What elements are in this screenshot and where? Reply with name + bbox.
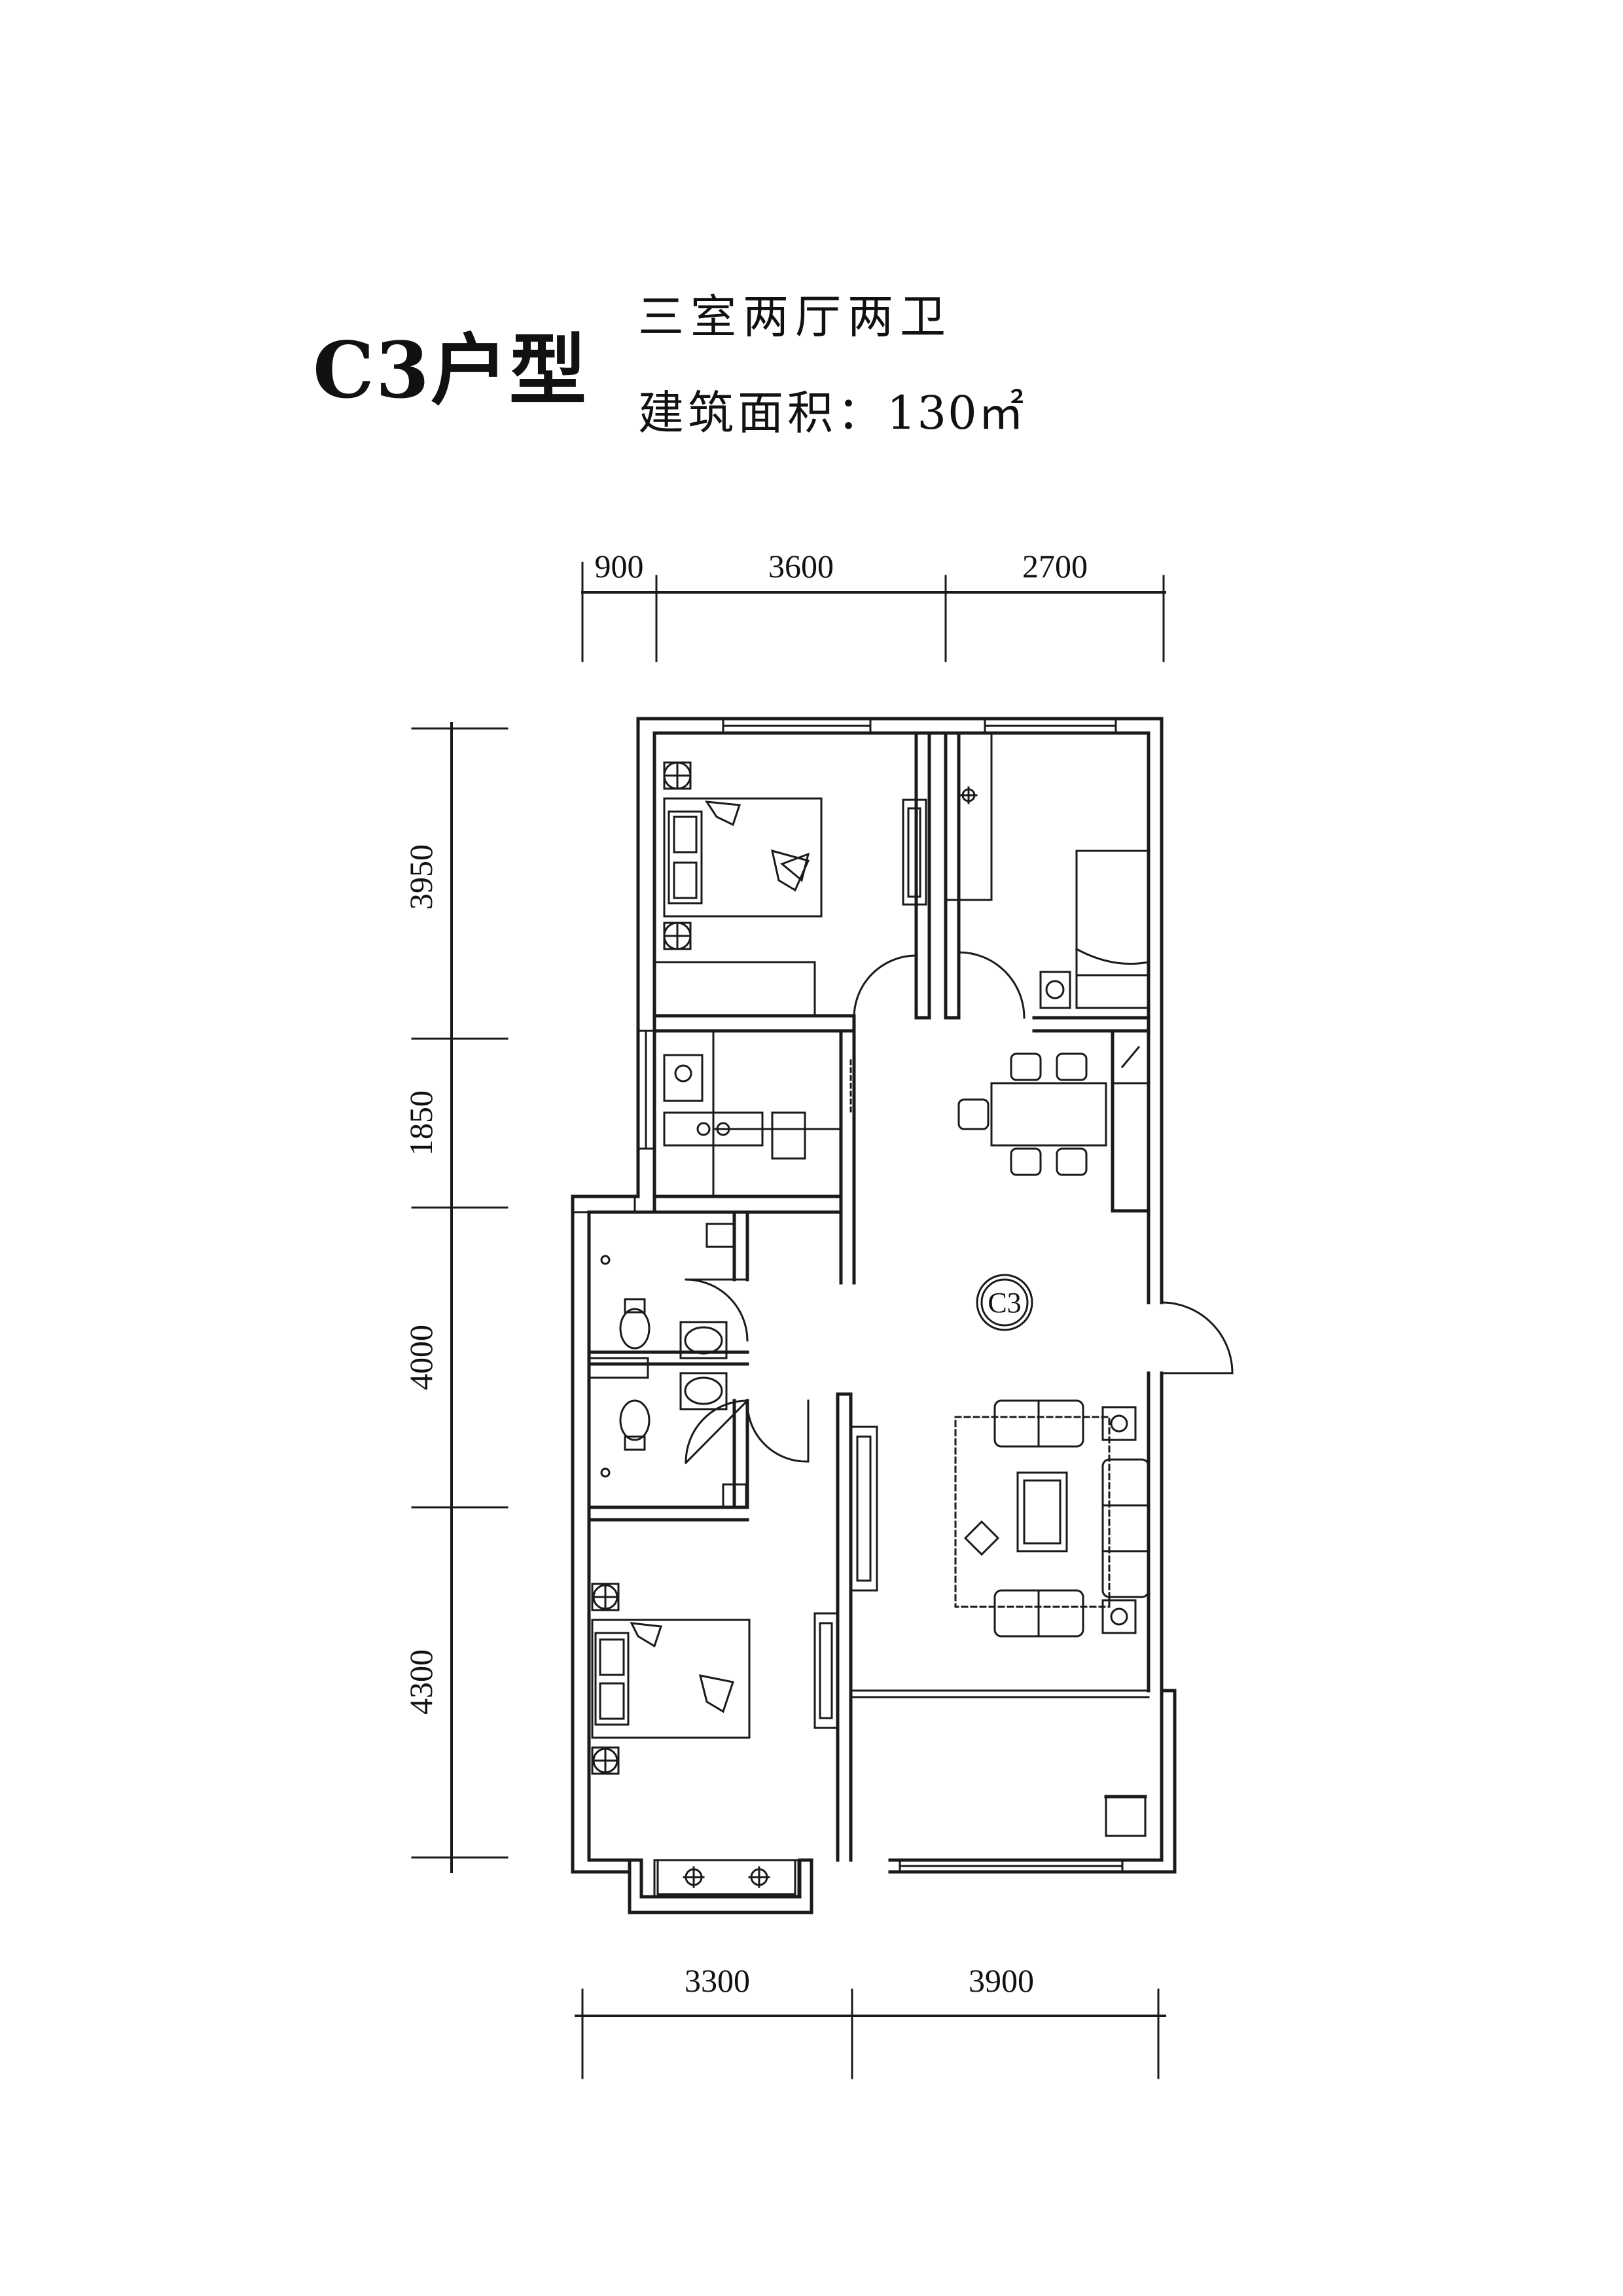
living-tv-cabinet [849,1426,878,1592]
area-row: 建筑面积：130㎡ [638,376,1028,442]
windows [571,717,1124,1898]
outer-walls [571,717,1177,1914]
unit-badge-label: C3 [988,1287,1021,1319]
dimension-top: 900 3600 2700 [581,548,1166,662]
bedroom1-wardrobe [902,798,927,906]
dim-left-4: 4300 [402,1649,439,1715]
dim-left-3: 4000 [402,1325,439,1390]
study-furniture [944,732,1150,1085]
dimension-bottom: 3300 3900 [575,1962,1166,2079]
dim-bottom-2: 3900 [969,1962,1034,1999]
dim-left-2: 1850 [402,1090,439,1156]
dim-top-2: 3600 [768,548,834,584]
dining-table [957,1052,1107,1176]
unit-badge: C3 [976,1274,1033,1331]
bedroom2-bed [591,1583,751,1775]
dim-left-1: 3950 [402,844,439,910]
unit-type-title: C3户型 [313,325,588,416]
bay-window-fixtures [656,1859,796,1895]
area-label: 建筑面积： [638,386,887,440]
bedroom2-wardrobe [813,1612,839,1729]
dim-top-3: 2700 [1022,548,1088,584]
area-value: 130 [887,386,978,440]
bedroom1-bed [653,761,823,1017]
dim-bottom-1: 3300 [685,1962,750,1999]
doors [684,951,1234,1465]
living-room-sofa-set [954,1399,1150,1638]
balcony-fixtures [1104,1795,1147,1837]
kitchen-fixtures [653,1030,852,1198]
interior-walls [587,731,1150,1862]
bathroom-fixtures [588,1223,747,1509]
dim-top-1: 900 [595,548,644,584]
layout-description: 三室两厅两卫 [638,290,952,344]
area-unit: ㎡ [978,386,1028,440]
dimension-left: 3950 1850 4000 4300 [402,722,508,1873]
